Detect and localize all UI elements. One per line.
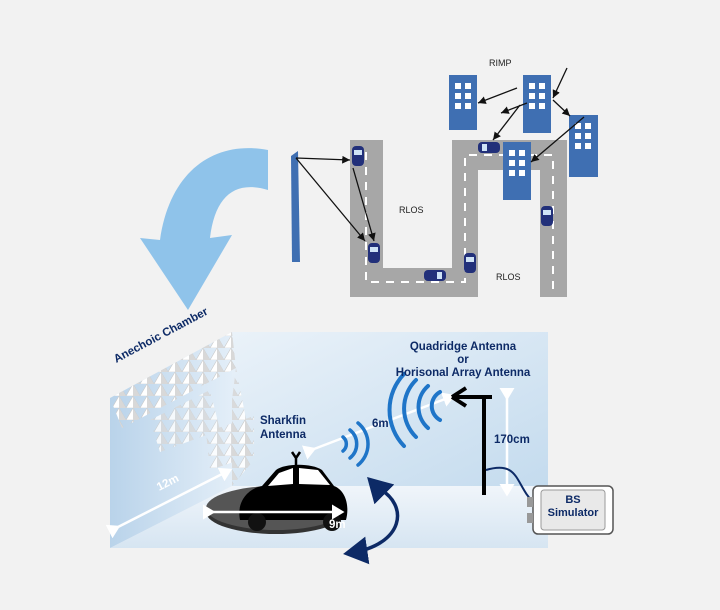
bs-simulator-label-line2: Simulator	[547, 507, 599, 519]
rlos-label-lower: RLOS	[496, 272, 521, 282]
car	[464, 253, 476, 273]
quadridge-label-line2: or	[457, 354, 469, 366]
distance-label: 6m	[372, 418, 389, 430]
quadridge-label-line1: Quadridge Antenna	[409, 341, 517, 353]
building	[569, 115, 598, 177]
car	[368, 243, 380, 263]
antenna-signal-waves	[387, 372, 442, 448]
car	[478, 142, 500, 153]
building	[523, 75, 551, 133]
bs-simulator-label-line1: BS	[565, 494, 581, 506]
quadridge-label-line3: Horisonal Array Antenna	[395, 367, 531, 379]
sharkfin-label-line1: Sharkfin	[259, 415, 306, 427]
rlos-label-upper: RLOS	[399, 205, 424, 215]
bs-simulator	[527, 485, 614, 535]
building	[503, 142, 531, 200]
sharkfin-label-line2: Antenna	[260, 429, 306, 441]
street-scene	[291, 67, 598, 297]
building	[449, 75, 477, 130]
car	[352, 146, 364, 166]
car-signal-waves	[341, 421, 370, 467]
rimp-label: RIMP	[489, 58, 512, 68]
sharkfin-label: Sharkfin Antenna	[253, 414, 313, 442]
quadridge-label: Quadridge Antenna or Horisonal Array Ant…	[383, 341, 543, 380]
car	[541, 206, 553, 226]
height-label: 170cm	[494, 434, 530, 446]
turntable-label: 9m	[329, 519, 346, 531]
car	[424, 270, 446, 281]
anechoic-chamber	[105, 332, 614, 565]
flow-arrow	[140, 148, 268, 310]
signal-paths	[295, 67, 585, 242]
bs-simulator-label: BS Simulator	[541, 494, 605, 520]
